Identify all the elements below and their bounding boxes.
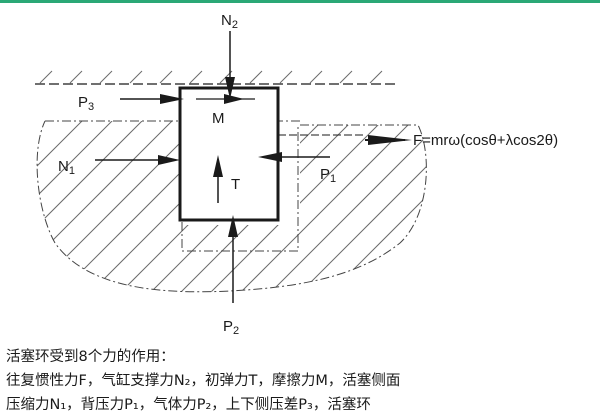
piston-ring-force-diagram: N2 P3 M N1 T P1 P2 F=mrω(cosθ+λcos2θ) bbox=[35, 12, 558, 337]
force-arrow-t bbox=[213, 155, 223, 203]
force-arrow-n1 bbox=[95, 155, 180, 165]
label-p1: P1 bbox=[320, 166, 336, 185]
label-m: M bbox=[212, 110, 225, 127]
label-n1: N1 bbox=[58, 158, 75, 177]
force-arrow-p2 bbox=[228, 215, 238, 303]
ring-cross-section bbox=[178, 86, 280, 222]
caption-line-2: 往复惯性力F，气缸支撑力N₂，初弹力T，摩擦力M，活塞侧面 bbox=[6, 373, 401, 389]
cylinder-wall-hatching bbox=[39, 70, 383, 84]
label-n2: N2 bbox=[221, 12, 238, 31]
label-p3: P3 bbox=[78, 94, 94, 113]
caption-line-3: 压缩力N₁，背压力P₁，气体力P₂，上下侧压差P₃，活塞环 bbox=[6, 397, 371, 413]
caption-line-1: 活塞环受到8个力的作用： bbox=[6, 349, 175, 365]
force-arrow-m bbox=[196, 94, 255, 104]
label-inertia-formula: F=mrω(cosθ+λcos2θ) bbox=[413, 132, 558, 149]
label-p2: P2 bbox=[223, 318, 239, 337]
force-arrow-n2 bbox=[225, 31, 235, 99]
force-arrow-f bbox=[365, 135, 412, 145]
force-arrow-p1 bbox=[258, 152, 330, 162]
label-t: T bbox=[231, 176, 240, 193]
force-arrow-p3 bbox=[120, 94, 184, 104]
top-accent-bar bbox=[0, 0, 600, 3]
